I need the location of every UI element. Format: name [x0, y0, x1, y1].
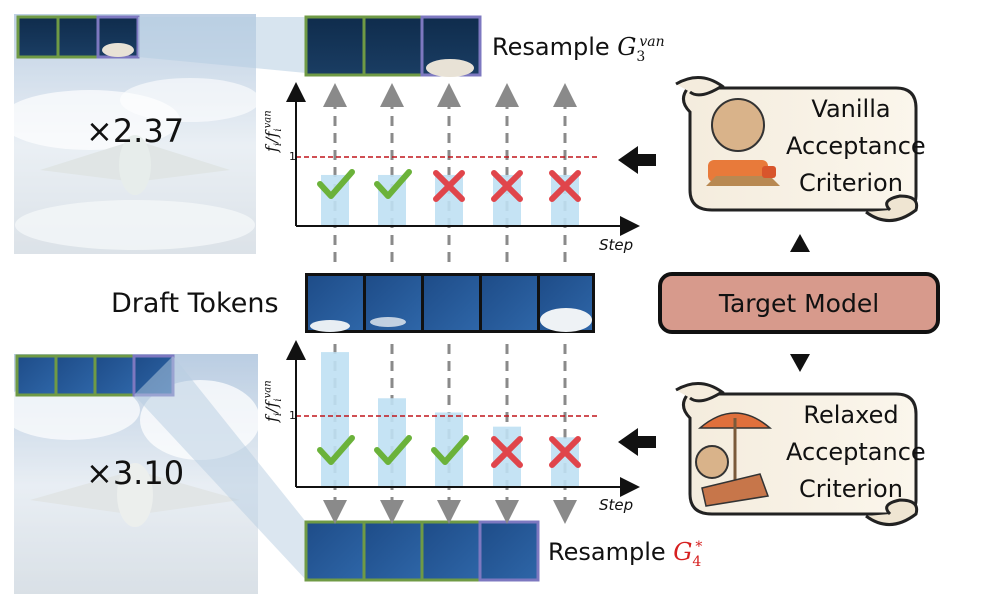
top-resample-prefix: Resample [492, 33, 618, 61]
ratio-bar-4 [493, 426, 521, 487]
vanilla-criterion-text: Vanilla Acceptance Criterion [786, 91, 926, 202]
down-triangle [790, 354, 810, 372]
bottom-y-den-sub: i [273, 398, 285, 402]
bottom-y-axis-label: fi/fivan [262, 380, 285, 422]
bottom-resample-var: G [673, 538, 693, 566]
relaxed-arrow [618, 428, 656, 456]
top-y-den-sub: i [273, 128, 285, 132]
bottom-y-sub: i [273, 412, 285, 417]
top-x-axis-label: Step [599, 236, 634, 254]
top-y-axis-label: fi/fivan [262, 110, 285, 152]
bottom-resample-strip [304, 520, 540, 582]
top-resample-sub: 3 [636, 48, 646, 65]
bottom-acceptance-chart [286, 340, 640, 524]
vanilla-line-3: Criterion [799, 169, 903, 197]
relaxed-line-3: Criterion [799, 475, 903, 503]
top-speedup-label: ×2.37 [86, 112, 185, 150]
accept-check-2 [374, 435, 412, 465]
bottom-resample-sub: 4 [692, 553, 702, 570]
ratio-bar-1 [321, 352, 349, 487]
reject-cross-5 [549, 436, 581, 468]
target-model-box: Target Model [658, 272, 940, 334]
draft-token-strip [305, 273, 595, 333]
bottom-resample-sup: * [695, 539, 703, 555]
reject-cross-3 [433, 170, 465, 202]
bottom-y-main: f [262, 416, 281, 422]
relaxed-line-2: Acceptance [786, 438, 926, 466]
bottom-x-axis-label: Step [599, 496, 634, 514]
bottom-y-den: f [262, 401, 281, 408]
vanilla-line-1: Vanilla [811, 95, 891, 123]
reject-cross-4 [491, 436, 523, 468]
bottom-resample-label: Resample G4* [548, 538, 702, 570]
accept-check-2 [374, 169, 412, 199]
vanilla-arrow [618, 146, 656, 174]
up-triangle [790, 234, 810, 252]
relaxed-line-1: Relaxed [803, 401, 899, 429]
bottom-y-den-sup: van [262, 380, 274, 399]
top-acceptance-chart [286, 82, 640, 262]
relaxed-criterion-text: Relaxed Acceptance Criterion [786, 397, 926, 508]
bottom-projection-wedge [134, 356, 306, 580]
top-resample-label: Resample G3van [492, 33, 665, 65]
accept-check-3 [431, 435, 469, 465]
top-y-den-sup: van [262, 110, 274, 129]
bottom-one-tick: 1 [289, 409, 296, 422]
reject-cross-5 [549, 170, 581, 202]
top-y-main: f [262, 146, 281, 152]
accept-check-1 [317, 169, 355, 199]
top-resample-strip [304, 15, 482, 77]
draft-tokens-label: Draft Tokens [111, 288, 279, 319]
reject-cross-4 [491, 170, 523, 202]
top-one-tick: 1 [289, 150, 296, 163]
top-resample-sup: van [639, 34, 665, 50]
bottom-speedup-label: ×3.10 [86, 454, 185, 492]
top-y-sub: i [273, 142, 285, 147]
relaxed-scroll [675, 382, 919, 526]
top-projection-wedge [138, 17, 306, 73]
top-resample-var: G [617, 33, 637, 61]
vanilla-line-2: Acceptance [786, 132, 926, 160]
top-y-den: f [262, 131, 281, 138]
accept-check-1 [317, 435, 355, 465]
vanilla-scroll [675, 76, 919, 222]
top-image-token-strip [16, 15, 140, 59]
bottom-resample-prefix: Resample [548, 538, 674, 566]
